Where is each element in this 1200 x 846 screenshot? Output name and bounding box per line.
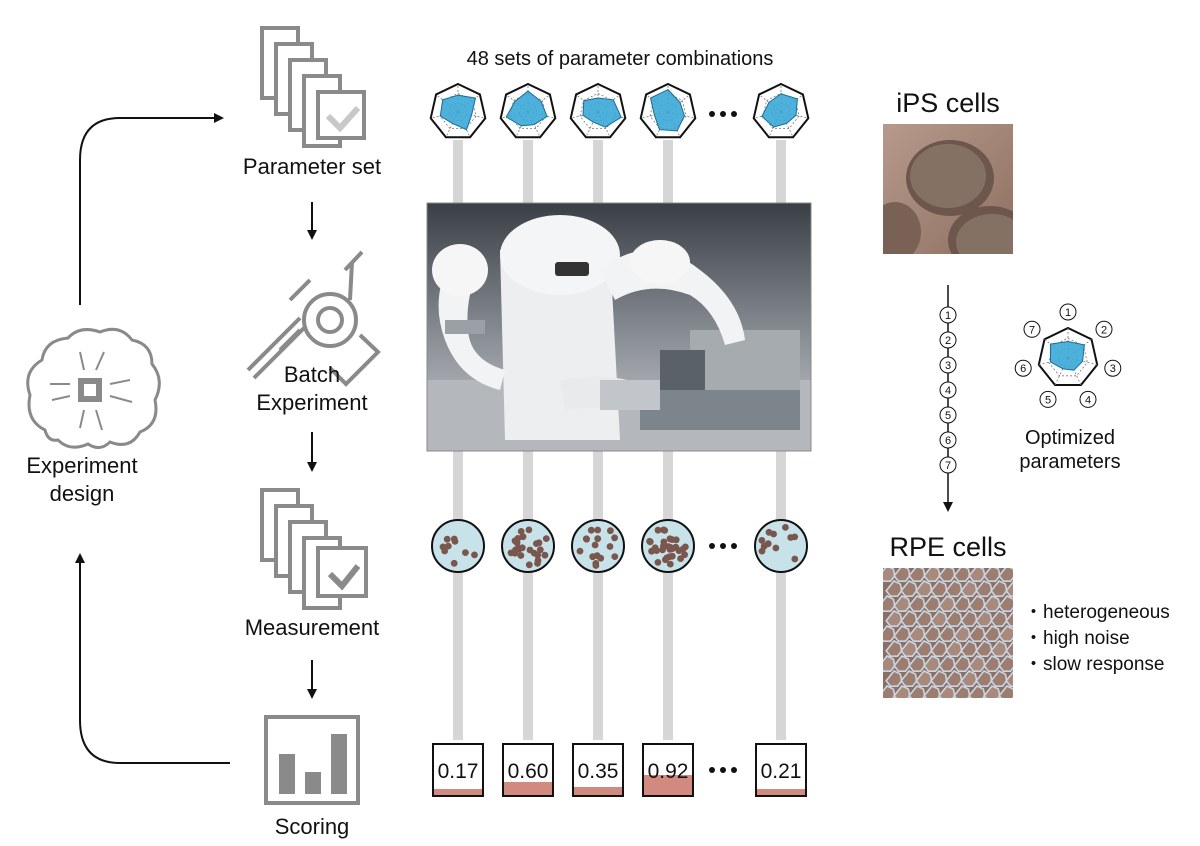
svg-text:3: 3: [1110, 363, 1116, 375]
svg-text:7: 7: [1029, 324, 1035, 336]
param-number-label: 7: [945, 460, 951, 472]
svg-text:1: 1: [1065, 307, 1071, 319]
optimized-vertex-label: 3: [1104, 359, 1122, 377]
param-number-circle: 6: [939, 431, 957, 449]
parameter-radar: [639, 82, 697, 139]
optimized-vertex-label: 6: [1014, 359, 1032, 377]
score-fill: [504, 782, 552, 795]
rpe-note: ・heterogeneous: [1024, 597, 1170, 624]
measurement-icon: [260, 488, 368, 610]
param-number-circle: 1: [939, 306, 957, 324]
ellipsis-marks: [709, 111, 737, 773]
loop-arrow-back: [75, 553, 230, 764]
culture-dish: [754, 519, 808, 573]
culture-dish: [571, 519, 625, 573]
optimized-parameters-label: Optimized parameters: [1000, 426, 1140, 474]
param-number-circle: 7: [939, 456, 957, 474]
score-value: 0.17: [437, 760, 479, 783]
score-box: 0.21: [755, 743, 807, 797]
param-number-label: 6: [945, 435, 951, 447]
batch-experiment-label: Batch Experiment: [212, 361, 412, 417]
culture-dish: [431, 519, 485, 573]
parameter-radar: [1037, 326, 1099, 386]
score-box: 0.60: [502, 743, 554, 797]
parameter-radar: [429, 82, 487, 139]
optimized-vertex-label: 5: [1039, 390, 1057, 408]
svg-text:4: 4: [1085, 394, 1091, 406]
rpe-note: ・high noise: [1024, 623, 1130, 650]
optimized-line1: Optimized: [1024, 427, 1116, 449]
scoring-chart-icon: [264, 715, 360, 805]
rpe-note-text: slow response: [1043, 654, 1165, 675]
param-number-label: 4: [945, 385, 951, 397]
parameter-radar-row: [429, 82, 810, 139]
param-number-circle: 3: [939, 356, 957, 374]
feedback-loop-arrows: [75, 113, 317, 764]
svg-text:2: 2: [1101, 324, 1107, 336]
score-value: 0.35: [577, 760, 619, 783]
param-number-circle: 4: [939, 381, 957, 399]
svg-text:5: 5: [1045, 394, 1051, 406]
parameter-set-label: Parameter set: [242, 154, 382, 179]
batch-experiment-line2: Experiment: [256, 390, 368, 415]
optimized-parameters-radar: 1 2 3 4 5 6 7: [1014, 303, 1122, 408]
optimized-line2: parameters: [1019, 451, 1121, 473]
rpe-cells-title: RPE cells: [889, 532, 1007, 562]
rpe-note-text: heterogeneous: [1043, 602, 1170, 623]
optimized-vertex-label: 7: [1023, 320, 1041, 338]
param-number-label: 1: [945, 310, 951, 322]
score-value: 0.21: [760, 760, 802, 783]
score-value: 0.92: [647, 760, 689, 783]
score-value: 0.60: [507, 760, 549, 783]
parameter-radar: [499, 82, 557, 139]
robot-photo: [426, 202, 812, 452]
score-box: 0.17: [432, 743, 484, 797]
ips-cells-image: [883, 124, 1013, 254]
brain-chip-icon: [26, 327, 161, 449]
combinations-title: 48 sets of parameter combinations: [466, 48, 774, 70]
score-box: 0.92: [642, 743, 694, 797]
optimized-vertex-label: 2: [1095, 320, 1113, 338]
scoring-label: Scoring: [274, 814, 350, 839]
ips-cells-title: iPS cells: [896, 88, 1000, 118]
bullet: ・: [1024, 602, 1044, 623]
batch-experiment-line1: Batch: [283, 362, 341, 387]
parameter-radar: [752, 82, 810, 139]
experiment-design-label: Experiment design: [0, 452, 164, 508]
measurement-label: Measurement: [244, 615, 380, 640]
score-box: 0.35: [572, 743, 624, 797]
optimized-vertex-label: 4: [1079, 390, 1097, 408]
culture-dish: [501, 519, 555, 573]
param-number-circle: 2: [939, 331, 957, 349]
score-fill: [644, 775, 692, 795]
param-number-circle: 5: [939, 406, 957, 424]
rpe-note-text: high noise: [1043, 628, 1130, 649]
culture-dish: [641, 519, 695, 573]
syringe-experiment-icon: [246, 250, 381, 387]
loop-arrow-up: [79, 113, 224, 305]
bullet: ・: [1024, 628, 1044, 649]
score-fill: [434, 789, 482, 795]
experiment-design-line2: design: [49, 481, 115, 506]
parameter-radar: [569, 82, 627, 139]
svg-text:6: 6: [1020, 363, 1026, 375]
param-number-label: 2: [945, 335, 951, 347]
param-number-label: 5: [945, 410, 951, 422]
param-number-label: 3: [945, 360, 951, 372]
score-fill: [574, 787, 622, 795]
experiment-design-line1: Experiment: [26, 453, 138, 478]
rpe-note: ・slow response: [1024, 649, 1164, 676]
measurement-dish-row: [431, 519, 808, 573]
parameter-number-chain: 1 2 3 4 5 6 7: [939, 285, 957, 512]
score-fill: [757, 789, 805, 795]
parameter-set-icon: [260, 26, 366, 148]
bullet: ・: [1024, 654, 1044, 675]
optimized-vertex-label: 1: [1059, 303, 1077, 321]
rpe-cells-image: [883, 568, 1013, 698]
